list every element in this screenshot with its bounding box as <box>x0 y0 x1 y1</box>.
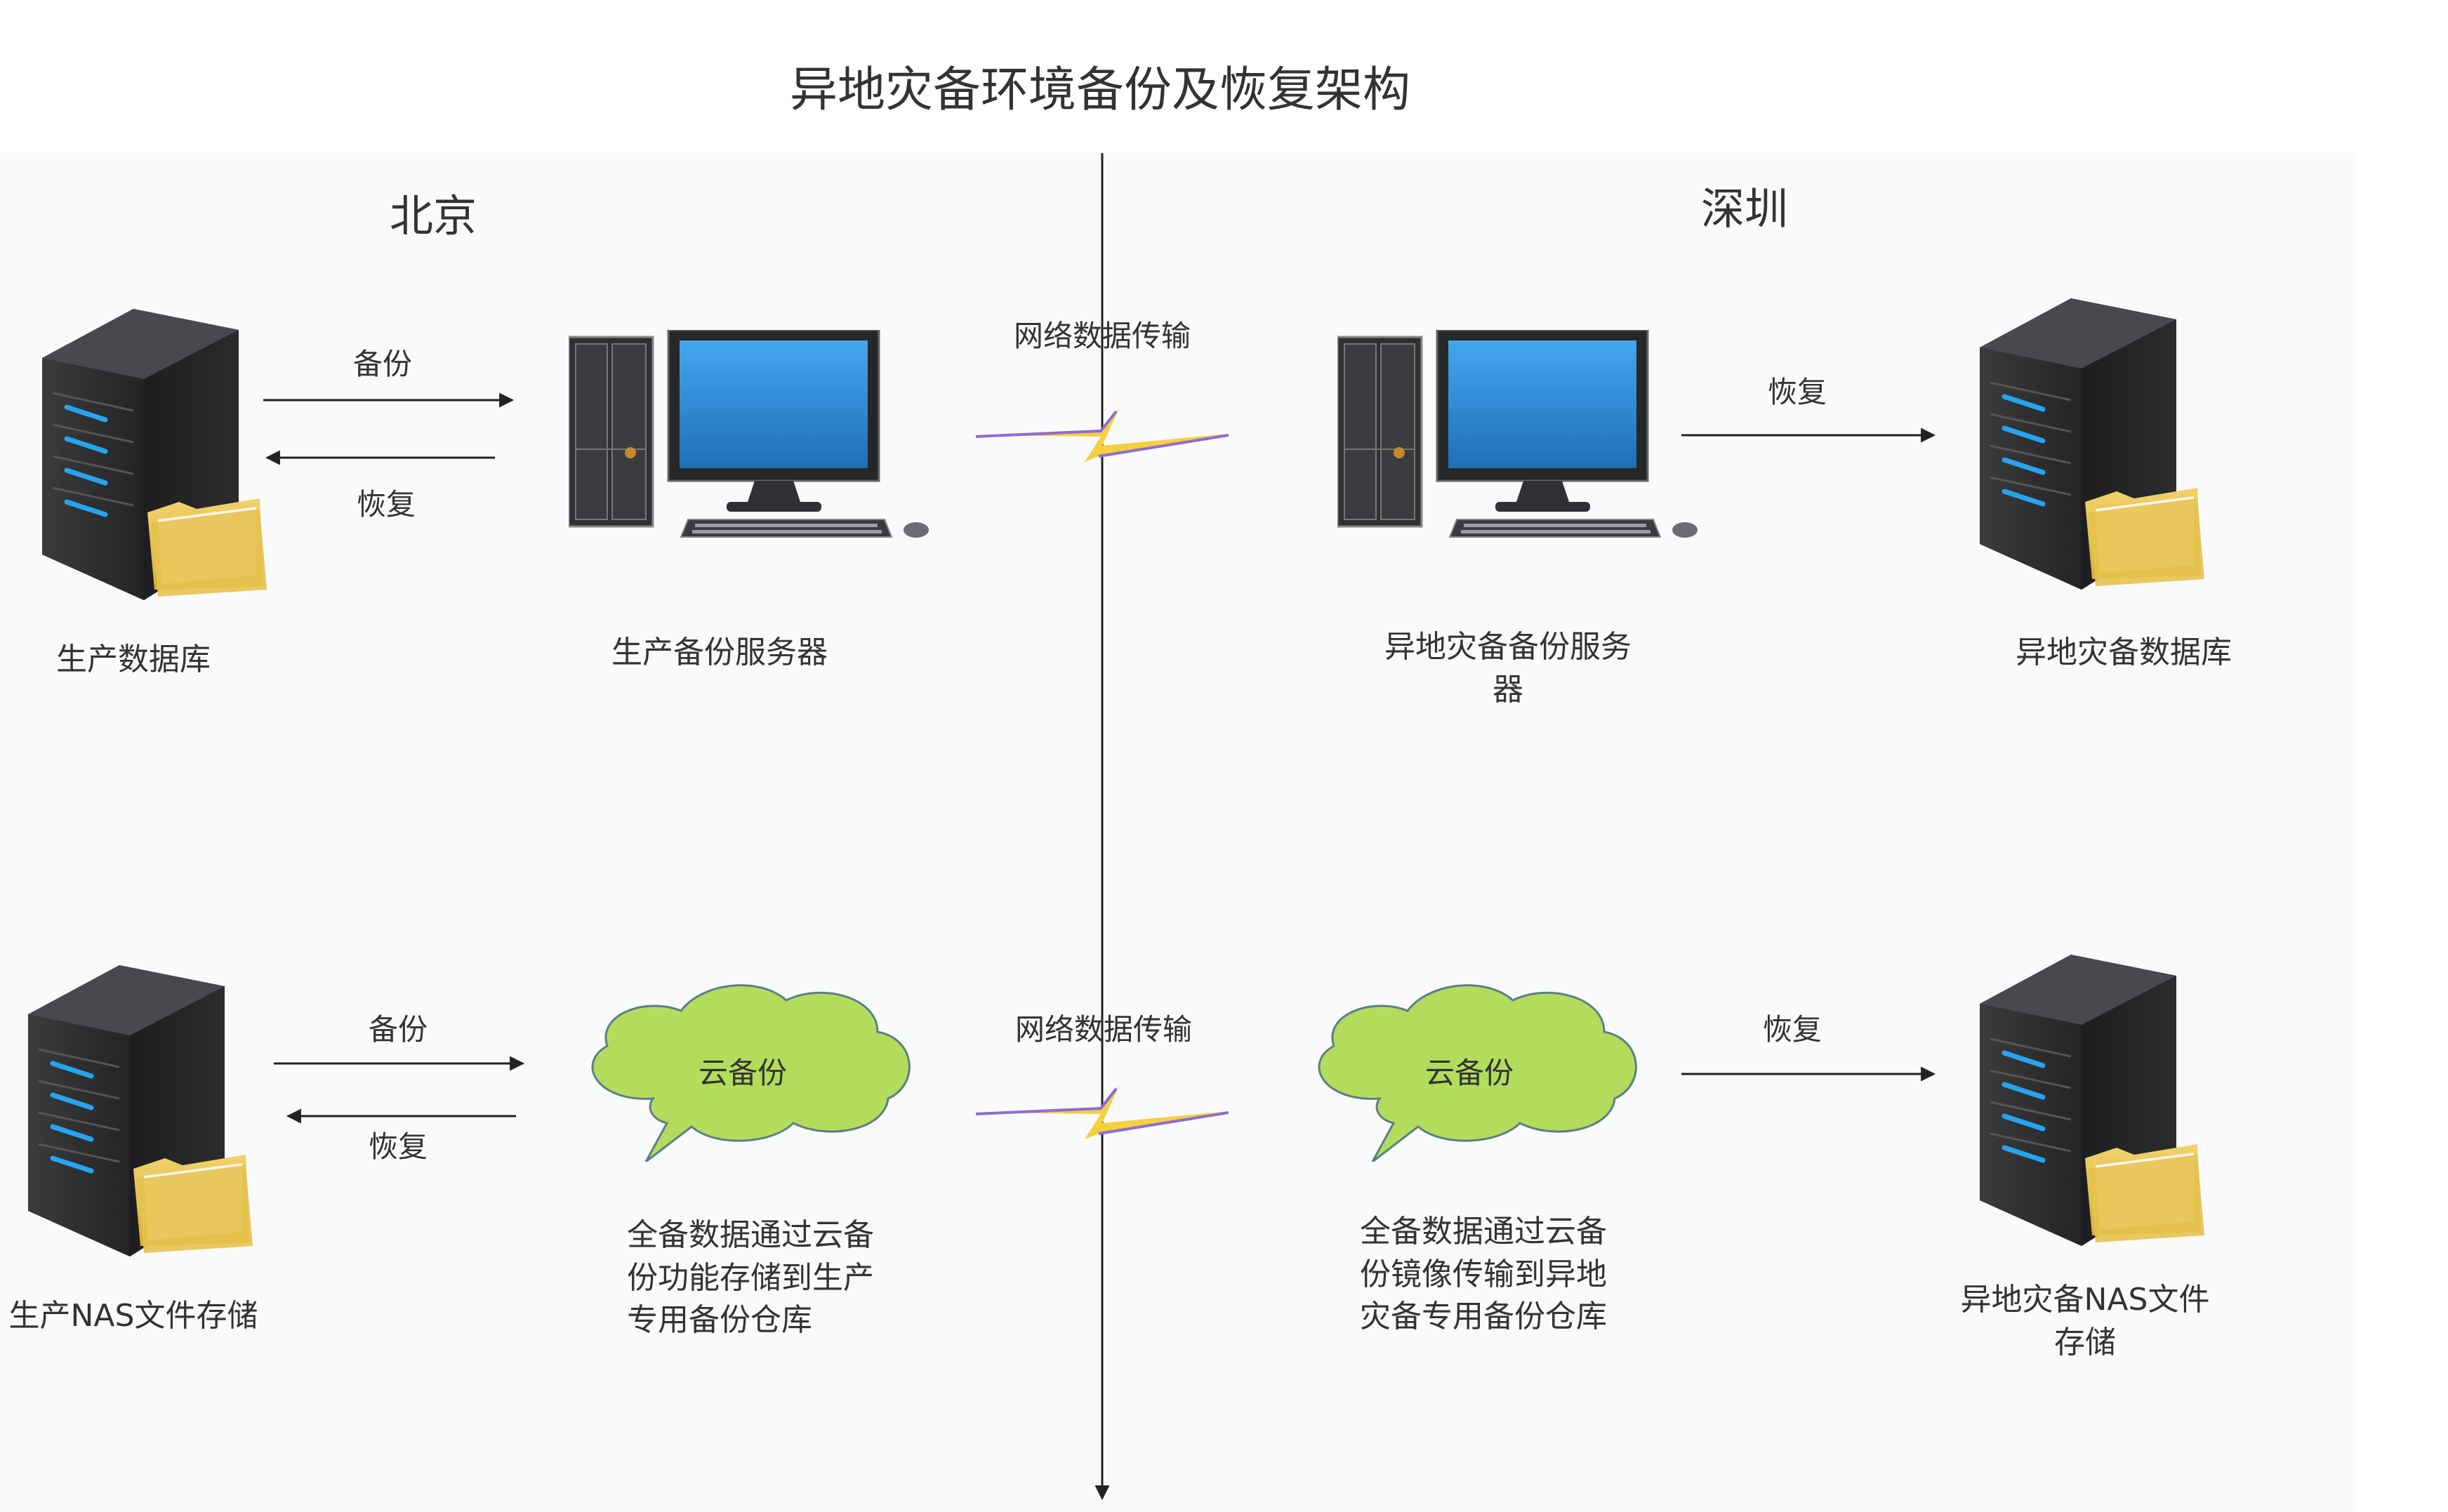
description-left: 全备数据通过云备 份功能存储到生产 专用备份仓库 <box>627 1217 874 1339</box>
arrow-label-restore-bottom: 恢复 <box>368 1129 428 1164</box>
dr-nas-server-icon <box>1966 955 2204 1249</box>
network-label-bottom: 网络数据传输 <box>1014 1012 1193 1047</box>
node-label-prod-backup-server: 生产备份服务器 <box>611 635 828 670</box>
arrow-label-restore-bottom-right: 恢复 <box>1762 1012 1822 1047</box>
dr-backup-computer-icon <box>1337 330 1702 541</box>
node-label-dr-db: 异地灾备数据库 <box>2016 635 2232 670</box>
arrow-label-restore-top-right: 恢复 <box>1767 375 1827 409</box>
prod-backup-computer-icon <box>569 330 934 541</box>
dr-db-server-icon <box>1966 298 2204 593</box>
background-panel <box>0 153 2355 1512</box>
cloud-label-right: 云备份 <box>1424 1056 1514 1090</box>
prod-db-server-icon <box>28 309 267 604</box>
network-lightning-icon-bottom <box>976 1085 1229 1141</box>
node-label-dr-backup-server: 异地灾备备份服务 器 <box>1384 629 1632 708</box>
cloud-label-left: 云备份 <box>698 1056 788 1090</box>
arrow-label-backup-bottom: 备份 <box>368 1012 428 1047</box>
region-label-right: 深圳 <box>1700 183 1789 234</box>
arrow-label-restore-top: 恢复 <box>356 487 416 522</box>
description-right: 全备数据通过云备 份镜像传输到异地 灾备专用备份仓库 <box>1360 1214 1607 1335</box>
node-label-prod-nas: 生产NAS文件存储 <box>8 1298 258 1334</box>
node-label-dr-nas: 异地灾备NAS文件 存储 <box>1960 1282 2210 1360</box>
page-title: 异地灾备环境备份及恢复架构 <box>789 62 1411 118</box>
arrow-label-backup-top: 备份 <box>352 347 413 381</box>
network-label-top: 网络数据传输 <box>1013 319 1191 353</box>
node-label-prod-db: 生产数据库 <box>56 642 211 677</box>
prod-nas-server-icon <box>14 965 253 1260</box>
network-lightning-icon-top <box>976 407 1229 463</box>
region-label-left: 北京 <box>389 190 477 241</box>
